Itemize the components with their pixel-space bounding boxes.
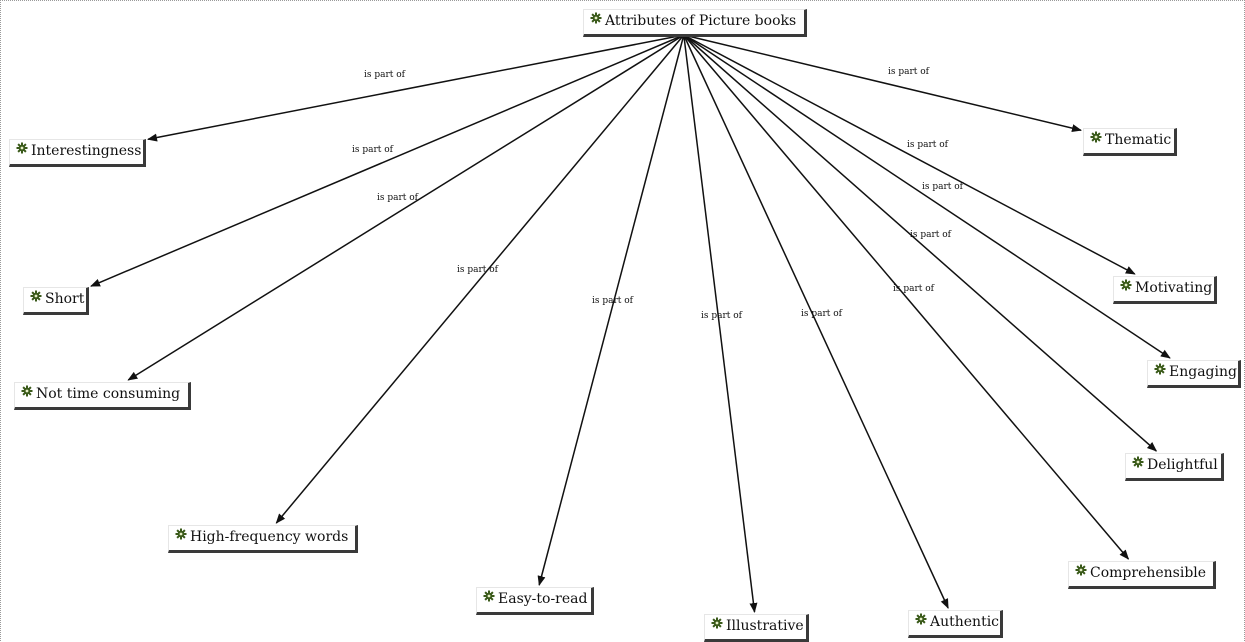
concept-label: High-frequency words — [190, 529, 349, 545]
concept-label: Delightful — [1147, 457, 1218, 473]
link-label-high-frequency-words: is part of — [457, 265, 499, 275]
link-label-delightful: is part of — [910, 230, 952, 240]
concept-gear-icon — [590, 12, 602, 24]
concept-label: Comprehensible — [1090, 565, 1207, 581]
link-arrow-delightful — [683, 34, 1158, 452]
link-arrow-easy-to-read — [537, 34, 685, 586]
link-label-not-time-consuming: is part of — [377, 193, 419, 203]
link-arrow-thematic — [683, 34, 1082, 133]
concept-label: Authentic — [930, 614, 1000, 630]
concept-node-short[interactable]: Short — [23, 287, 89, 315]
concept-label: Easy-to-read — [498, 591, 588, 607]
link-arrow-motivating — [683, 34, 1136, 275]
link-arrow-short — [90, 34, 685, 287]
link-label-motivating: is part of — [907, 140, 949, 150]
link-arrow-interestingness — [147, 34, 684, 142]
concept-label: Not time consuming — [36, 386, 181, 402]
concept-gear-icon — [16, 142, 28, 154]
concept-node-illustrative[interactable]: Illustrative — [704, 614, 809, 642]
concept-gear-icon — [1120, 279, 1132, 291]
concept-label: Engaging — [1169, 364, 1237, 380]
concept-node-comprehensible[interactable]: Comprehensible — [1068, 561, 1216, 589]
concept-gear-icon — [175, 528, 187, 540]
link-label-comprehensible: is part of — [893, 284, 935, 294]
concept-node-delightful[interactable]: Delightful — [1125, 453, 1224, 481]
link-label-interestingness: is part of — [364, 70, 406, 80]
concept-label: Motivating — [1135, 280, 1213, 296]
link-label-easy-to-read: is part of — [592, 296, 634, 306]
concept-node-easy-to-read[interactable]: Easy-to-read — [476, 587, 594, 615]
concept-node-motivating[interactable]: Motivating — [1113, 276, 1217, 304]
link-label-short: is part of — [352, 145, 394, 155]
concept-gear-icon — [30, 290, 42, 302]
concept-gear-icon — [483, 590, 495, 602]
root-concept-label: Attributes of Picture books — [605, 13, 797, 29]
link-arrow-high-frequency-words — [275, 34, 685, 524]
concept-node-interestingness[interactable]: Interestingness — [9, 139, 146, 167]
link-arrow-authentic — [683, 34, 949, 609]
concept-label: Illustrative — [726, 618, 804, 634]
link-arrow-comprehensible — [683, 34, 1130, 560]
concept-gear-icon — [1090, 131, 1102, 143]
link-label-thematic: is part of — [888, 67, 930, 77]
concept-node-not-time-consuming[interactable]: Not time consuming — [14, 382, 191, 410]
concept-gear-icon — [915, 613, 927, 625]
concept-gear-icon — [1132, 456, 1144, 468]
concept-label: Thematic — [1105, 132, 1172, 148]
concept-label: Interestingness — [31, 143, 142, 159]
concept-gear-icon — [1154, 363, 1166, 375]
concept-node-authentic[interactable]: Authentic — [908, 610, 1003, 638]
root-concept-node[interactable]: Attributes of Picture books — [583, 9, 807, 37]
concept-gear-icon — [1075, 564, 1087, 576]
link-label-engaging: is part of — [922, 182, 964, 192]
link-label-authentic: is part of — [801, 309, 843, 319]
concept-label: Short — [45, 291, 85, 307]
link-arrow-illustrative — [683, 34, 758, 613]
concept-node-engaging[interactable]: Engaging — [1147, 360, 1241, 388]
concept-gear-icon — [711, 617, 723, 629]
link-label-illustrative: is part of — [701, 311, 743, 321]
concept-node-thematic[interactable]: Thematic — [1083, 128, 1177, 156]
link-arrow-not-time-consuming — [127, 34, 685, 381]
link-arrow-engaging — [683, 34, 1171, 359]
concept-node-high-frequency-words[interactable]: High-frequency words — [168, 525, 358, 553]
concept-gear-icon — [21, 385, 33, 397]
